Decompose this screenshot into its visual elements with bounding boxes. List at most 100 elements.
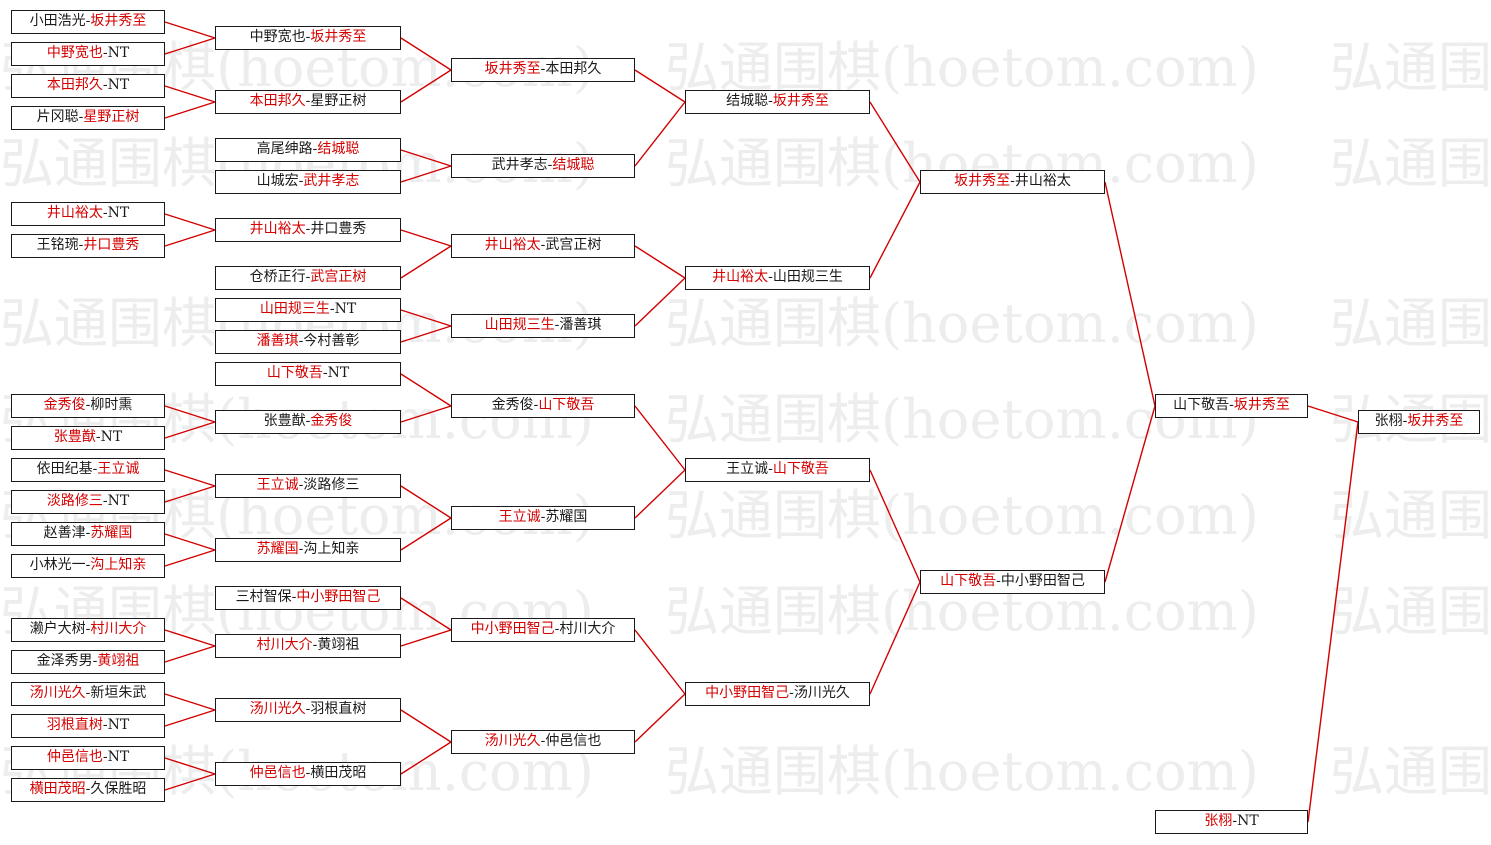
match-box-r1-6: 王铭琬-井口豊秀 xyxy=(11,234,165,258)
bracket-connector xyxy=(400,229,452,247)
match-box-r1-17: 仲邑信也-NT xyxy=(11,746,165,770)
bracket-connector xyxy=(400,149,452,167)
bracket-connector xyxy=(164,37,216,55)
player-name: NT xyxy=(107,493,130,509)
player-name: NT xyxy=(327,365,350,381)
bracket-connector xyxy=(164,21,216,39)
match-box-r1-13: 濑户大树-村川大介 xyxy=(11,618,165,642)
player-name: 中小野田智己 xyxy=(470,621,555,637)
player-name: 井山裕太 xyxy=(249,221,306,237)
separator: - xyxy=(540,509,546,525)
separator: - xyxy=(85,397,91,413)
match-box-r3-7: 中小野田智己-村川大介 xyxy=(451,618,635,642)
separator: - xyxy=(312,637,318,653)
player-name: 山下敬吾 xyxy=(940,573,997,589)
player-name: 淡路修三 xyxy=(303,477,360,493)
separator: - xyxy=(85,557,91,573)
bracket-connector xyxy=(164,469,216,487)
match-box-r4-4: 中小野田智己-汤川光久 xyxy=(685,682,870,706)
bracket-connector xyxy=(400,485,452,519)
match-box-r3-3: 井山裕太-武宫正树 xyxy=(451,234,635,258)
bracket-connector xyxy=(164,629,216,647)
player-name: 本田邦久 xyxy=(545,61,602,77)
bracket-connector xyxy=(164,709,216,727)
player-name: 山下敬吾 xyxy=(538,397,595,413)
player-name: 潘善琪 xyxy=(256,333,299,349)
player-name: 今村善彰 xyxy=(303,333,360,349)
player-name: 汤川光久 xyxy=(249,701,306,717)
player-name: 坂井秀至 xyxy=(1407,413,1464,429)
match-box-r3-6: 王立诚-苏耀国 xyxy=(451,506,635,530)
player-name: 张豊猷 xyxy=(263,413,306,429)
player-name: 横田茂昭 xyxy=(29,781,86,797)
player-name: 村川大介 xyxy=(559,621,616,637)
player-name: 结城聪 xyxy=(726,93,769,109)
player-name: 井口豊秀 xyxy=(310,221,367,237)
separator: - xyxy=(305,701,311,717)
player-name: 结城聪 xyxy=(552,157,595,173)
separator: - xyxy=(305,221,311,237)
match-box-r2-1: 中野宽也-坂井秀至 xyxy=(215,26,401,50)
bracket-connector xyxy=(400,245,452,279)
player-name: 王立诚 xyxy=(256,477,299,493)
player-name: 中小野田智己 xyxy=(1000,573,1085,589)
separator: - xyxy=(85,781,91,797)
match-box-r1-8: 张豊猷-NT xyxy=(11,426,165,450)
match-box-r3-5: 金秀俊-山下敬吾 xyxy=(451,394,635,418)
bracket-connector xyxy=(400,325,452,343)
match-box-r2-16: 仲邑信也-横田茂昭 xyxy=(215,762,401,786)
separator: - xyxy=(92,461,98,477)
separator: - xyxy=(102,493,108,509)
player-name: 横田茂昭 xyxy=(310,765,367,781)
player-name: 坂井秀至 xyxy=(954,173,1011,189)
match-box-r1-2: 中野宽也-NT xyxy=(11,42,165,66)
bracket-connector xyxy=(634,629,686,695)
player-name: 星野正树 xyxy=(83,109,140,125)
bracket-connector xyxy=(400,373,452,407)
player-name: 中野宽也 xyxy=(249,29,306,45)
separator: - xyxy=(768,93,773,109)
separator: - xyxy=(305,29,311,45)
separator: - xyxy=(298,173,304,189)
separator: - xyxy=(291,589,297,605)
player-name: 汤川光久 xyxy=(793,685,850,701)
player-name: 坂井秀至 xyxy=(90,13,147,29)
match-box-r1-4: 片冈聪-星野正树 xyxy=(11,106,165,130)
bracket-connector xyxy=(164,229,216,247)
separator: - xyxy=(298,541,304,557)
match-box-r1-5: 井山裕太-NT xyxy=(11,202,165,226)
player-name: 中小野田智己 xyxy=(705,685,790,701)
player-name: NT xyxy=(107,749,130,765)
match-box-r2-2: 本田邦久-星野正树 xyxy=(215,90,401,114)
match-box-r2-10: 张豊猷-金秀俊 xyxy=(215,410,401,434)
player-name: 柳时熏 xyxy=(90,397,133,413)
separator: - xyxy=(540,237,546,253)
player-name: 金秀俊 xyxy=(491,397,534,413)
separator: - xyxy=(305,413,311,429)
player-name: 王立诚 xyxy=(726,461,769,477)
match-box-r1-1: 小田浩光-坂井秀至 xyxy=(11,10,165,34)
separator: - xyxy=(1010,173,1015,189)
match-box-r5-2: 山下敬吾-中小野田智己 xyxy=(920,570,1105,594)
separator: - xyxy=(554,621,560,637)
bracket-connector xyxy=(400,405,452,423)
separator: - xyxy=(102,717,108,733)
match-box-r5-1: 坂井秀至-井山裕太 xyxy=(920,170,1105,194)
bracket-connector xyxy=(164,85,216,103)
match-box-r2-9: 山下敬吾-NT xyxy=(215,362,401,386)
separator: - xyxy=(322,365,328,381)
player-name: 山下敬吾 xyxy=(1173,397,1230,413)
separator: - xyxy=(85,685,91,701)
separator: - xyxy=(78,109,84,125)
player-name: 苏耀国 xyxy=(545,509,588,525)
player-name: 小田浩光 xyxy=(29,13,86,29)
player-name: 武宫正树 xyxy=(310,269,367,285)
bracket-connector xyxy=(869,469,921,583)
player-name: 汤川光久 xyxy=(29,685,86,701)
player-name: 结城聪 xyxy=(317,141,360,157)
player-name: 山城宏 xyxy=(256,173,299,189)
separator: - xyxy=(789,685,794,701)
separator: - xyxy=(554,317,560,333)
player-name: 依田纪基 xyxy=(36,461,93,477)
